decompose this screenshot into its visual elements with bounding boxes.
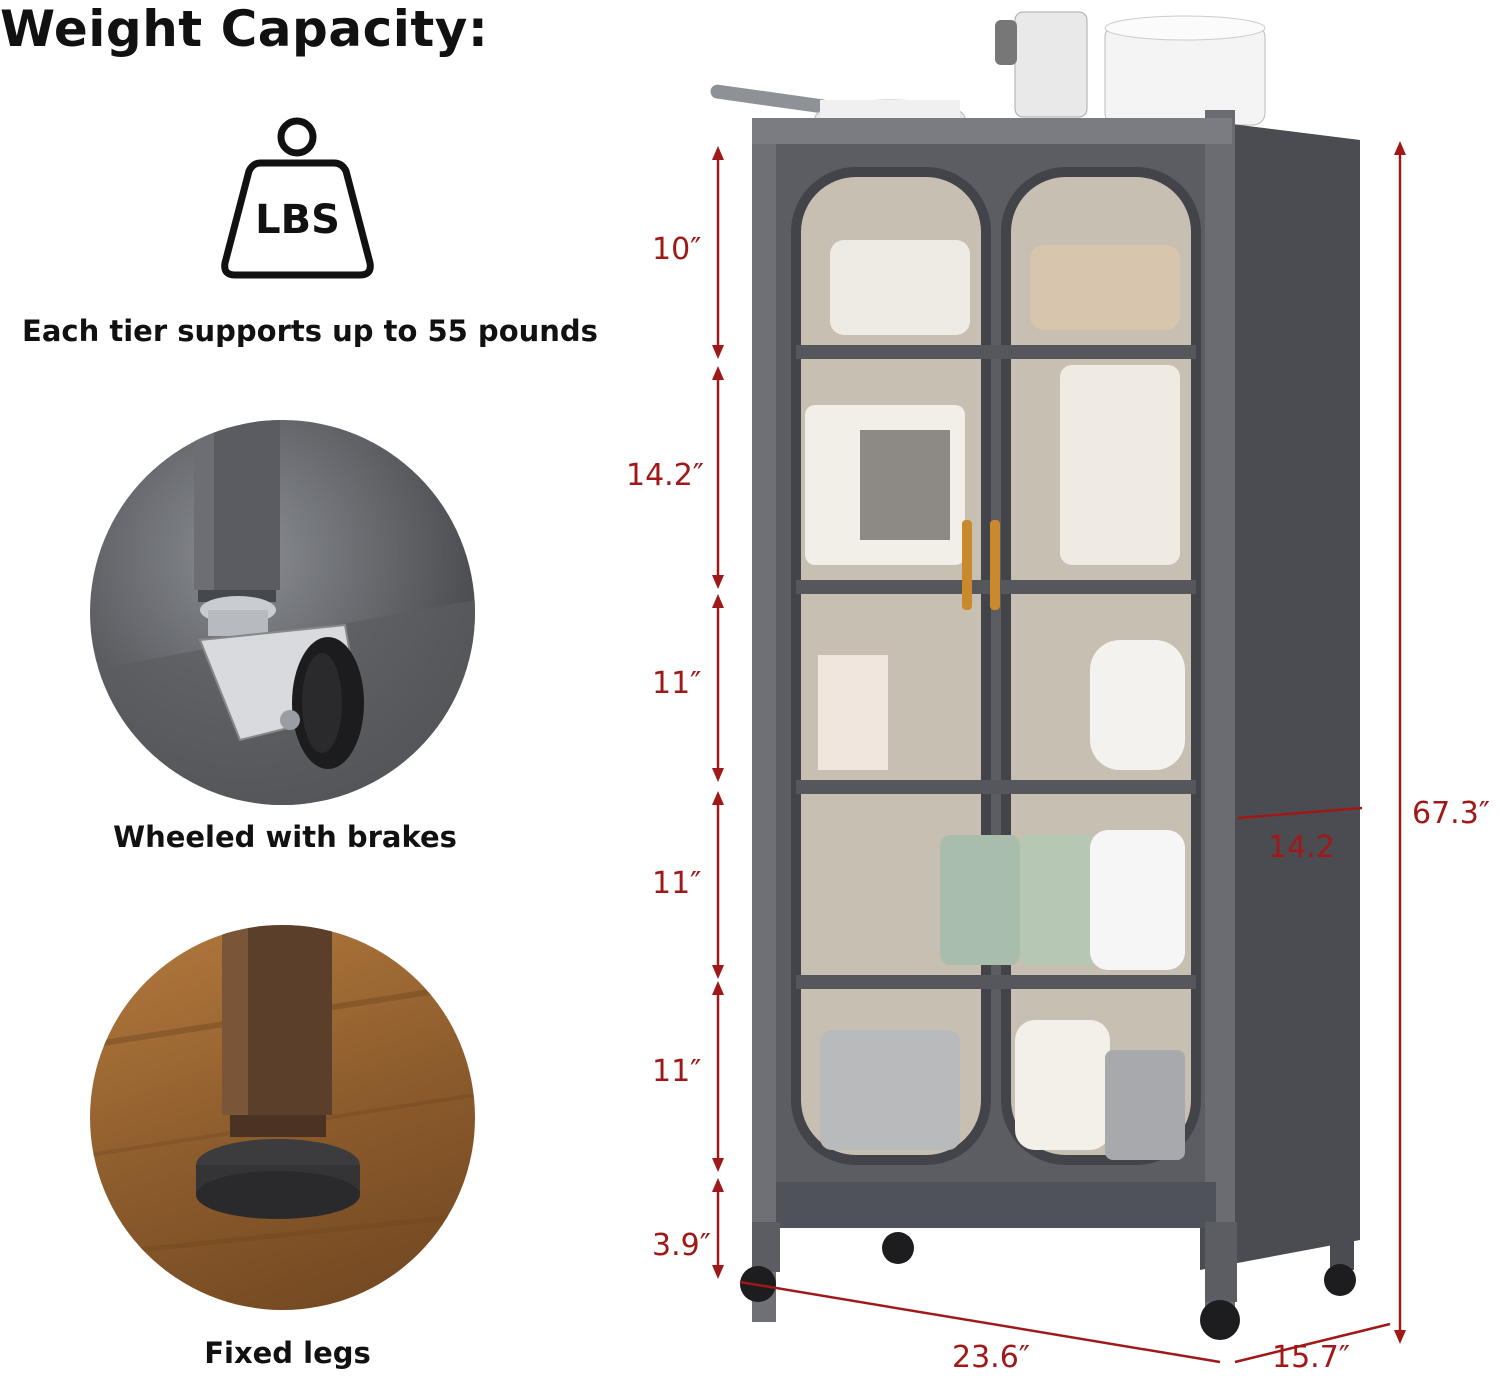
- legs-caption: Fixed legs: [204, 1336, 371, 1370]
- weight-label: LBS: [255, 197, 340, 243]
- dimension-tier-1: 10″: [652, 232, 702, 267]
- wheels-caption: Wheeled with brakes: [113, 820, 457, 854]
- weight-icon: LBS: [220, 115, 375, 285]
- dimension-total-height: 67.3″: [1412, 796, 1491, 831]
- caster-wheel-image: [90, 420, 475, 805]
- dimension-width: 23.6″: [952, 1340, 1031, 1375]
- dimension-tier-3: 11″: [652, 666, 702, 701]
- fixed-leg-image: [90, 925, 475, 1310]
- dimension-tier-5: 11″: [652, 1054, 702, 1089]
- dimension-inner-depth: 14.2: [1268, 830, 1335, 865]
- tier-support-text: Each tier supports up to 55 pounds: [22, 314, 598, 348]
- dimension-tier-4: 11″: [652, 866, 702, 901]
- cabinet-illustration: [700, 0, 1500, 1388]
- page-title: Weight Capacity:: [0, 0, 489, 58]
- dimension-tier-2: 14.2″: [626, 458, 705, 493]
- dimension-base: 3.9″: [652, 1228, 711, 1263]
- dimension-depth: 15.7″: [1272, 1340, 1351, 1375]
